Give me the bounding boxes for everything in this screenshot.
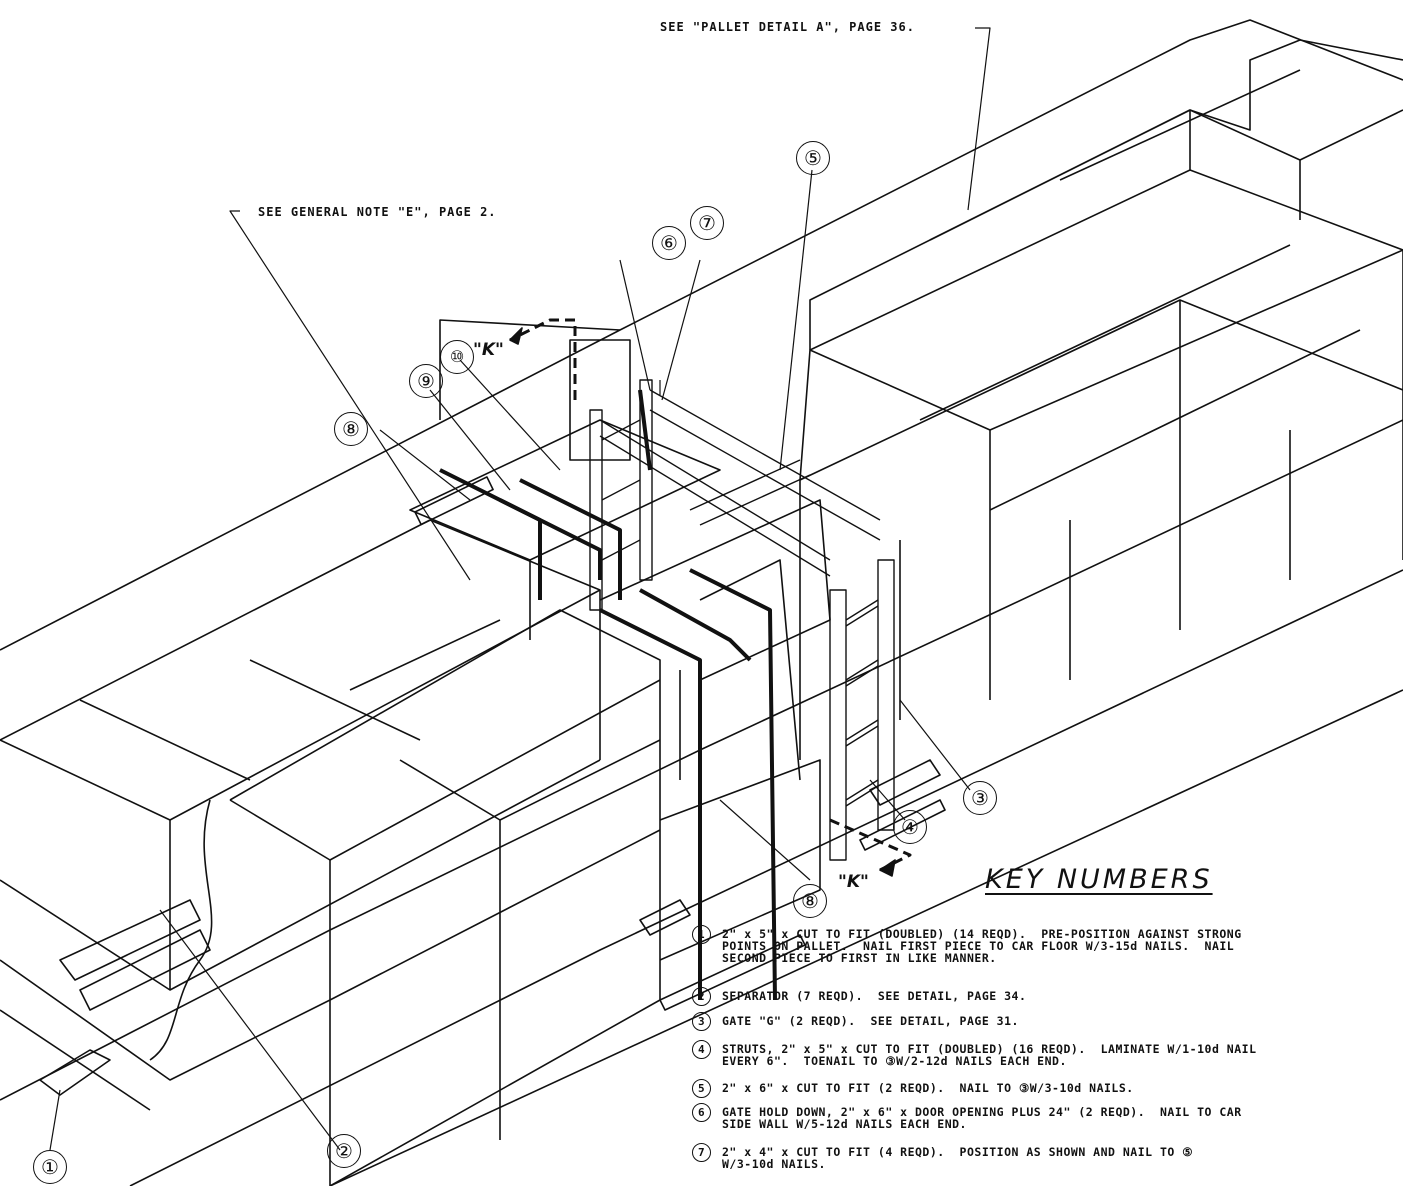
callout-6: ⑥ — [652, 226, 686, 260]
leader-lines — [49, 27, 991, 1151]
pallet-detail-annotation: SEE "PALLET DETAIL A", PAGE 36. — [660, 20, 915, 34]
load-straps — [439, 389, 777, 1001]
car-floor-edge-2 — [329, 689, 1403, 1186]
key-text-6: GATE HOLD DOWN, 2" x 6" x DOOR OPENING P… — [722, 1105, 1242, 1131]
section-mark-k-bottom: "K" — [838, 872, 869, 892]
callout-8-top: ⑧ — [334, 412, 368, 446]
key-number-6: 6 — [692, 1103, 711, 1122]
key-text-4: STRUTS, 2" x 5" x CUT TO FIT (DOUBLED) (… — [722, 1042, 1257, 1068]
key-text-3: GATE "G" (2 REQD). SEE DETAIL, PAGE 31. — [722, 1014, 1019, 1028]
key-text-2: SEPARATOR (7 REQD). SEE DETAIL, PAGE 34. — [722, 989, 1027, 1003]
car-wall-upper — [0, 19, 1403, 651]
section-arrow-top — [509, 318, 577, 400]
front-stack — [229, 609, 661, 1186]
car-floor-edge — [129, 569, 1403, 1186]
floor-blocking — [39, 759, 946, 1096]
callout-5: ⑤ — [796, 141, 830, 175]
key-numbers-title: KEY NUMBERS — [985, 864, 1213, 895]
callout-9: ⑨ — [409, 364, 443, 398]
near-stack-top — [0, 519, 601, 821]
general-note-annotation: SEE GENERAL NOTE "E", PAGE 2. — [258, 205, 497, 219]
callout-1: ① — [33, 1150, 67, 1184]
key-text-1: 2" x 5" x CUT TO FIT (DOUBLED) (14 REQD)… — [722, 927, 1242, 965]
key-text-5: 2" x 6" x CUT TO FIT (2 REQD). NAIL TO ③… — [722, 1081, 1134, 1095]
callout-7: ⑦ — [690, 206, 724, 240]
section-mark-k-top: "K" — [473, 340, 504, 360]
section-arrow-bottom — [829, 818, 912, 872]
callout-8-bottom: ⑧ — [793, 884, 827, 918]
far-stack-top — [799, 169, 1403, 481]
gate-frame — [589, 379, 895, 861]
key-number-7: 7 — [692, 1143, 711, 1162]
callout-10: ⑩ — [440, 340, 474, 374]
callout-3: ③ — [963, 781, 997, 815]
key-number-1: 1 — [692, 925, 711, 944]
key-number-5: 5 — [692, 1079, 711, 1098]
key-number-2: 2 — [692, 987, 711, 1006]
key-text-7: 2" x 4" x CUT TO FIT (4 REQD). POSITION … — [722, 1145, 1194, 1171]
key-number-4: 4 — [692, 1040, 711, 1059]
callout-4: ④ — [893, 810, 927, 844]
callout-2: ② — [327, 1134, 361, 1168]
key-number-3: 3 — [692, 1012, 711, 1031]
